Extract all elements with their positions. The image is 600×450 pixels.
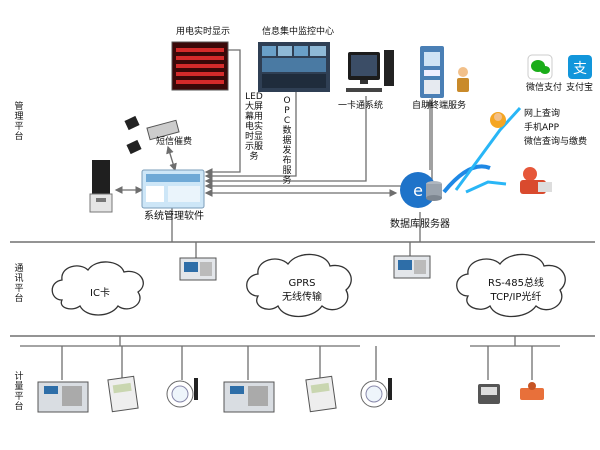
cloud-rs485-label-2: TCP/IP光纤	[490, 292, 542, 303]
db-server-label: 数据库服务器	[390, 219, 450, 230]
multi-meter-box-icon	[223, 381, 275, 413]
monitoring-center-icon	[258, 42, 330, 92]
svg-text:支: 支	[573, 61, 587, 77]
layer-label-metering: 计量平台	[14, 372, 24, 412]
mgmt-software-icon	[141, 169, 205, 209]
cloud-ic-card-label: IC卡	[90, 288, 110, 299]
cloud-gprs-label-1: GPRS	[288, 278, 316, 289]
online-user-icon	[490, 112, 506, 128]
ups-icon	[89, 160, 113, 213]
cloud-gprs-icon	[246, 253, 352, 318]
water-meter-icon	[166, 378, 198, 408]
wechat-query-label: 微信查询与缴费	[524, 137, 588, 147]
alipay-label: 支付宝	[566, 83, 594, 93]
wechat-pay-label: 微信支付	[526, 83, 563, 93]
realtime-display-label: 用电实时显示	[176, 27, 231, 37]
lightning-link-icon	[465, 180, 507, 194]
sms-label: 短信催费	[156, 137, 193, 147]
electric-meter-icon	[107, 375, 139, 413]
online-query-label: 网上查询	[524, 109, 561, 119]
multi-meter-box-icon	[37, 381, 89, 413]
valve-icon	[520, 382, 544, 400]
online-user-icon	[520, 167, 552, 194]
concentrator-icon	[393, 255, 431, 279]
layer-label-management: 管理平台	[14, 102, 24, 142]
concentrator-icon	[179, 257, 217, 281]
svg-text:e: e	[413, 181, 423, 200]
self-service-label: 自助终端服务	[412, 101, 467, 111]
gas-meter-icon	[478, 384, 500, 404]
cloud-gprs-label-2: 无线传输	[282, 292, 322, 303]
card-system-computer-icon	[346, 50, 394, 92]
card-system-label: 一卡通系统	[338, 101, 384, 111]
alipay-icon: 支	[568, 55, 592, 79]
water-meter-icon	[360, 378, 392, 408]
wechat-pay-icon	[527, 54, 553, 80]
sms-modem-icon	[124, 115, 180, 155]
cloud-rs485-icon	[456, 253, 566, 318]
internet-link-icon	[442, 164, 491, 194]
kiosk-icon	[420, 46, 444, 98]
electric-meter-icon	[305, 375, 337, 413]
cloud-ic-card-icon	[51, 261, 144, 316]
led-display-service-label: LED大屏幕用电实时显示服务	[244, 92, 263, 162]
database-server-icon: e	[400, 172, 442, 208]
lightning-link-icon	[454, 106, 522, 191]
user-icon	[457, 67, 469, 92]
monitor-center-label: 信息集中监控中心	[262, 27, 335, 37]
mgmt-software-label: 系统管理软件	[144, 211, 204, 222]
layer-label-communication: 通讯平台	[14, 264, 24, 304]
led-screen-icon	[171, 41, 229, 91]
mobile-app-label: 手机APP	[524, 123, 560, 133]
opc-publish-service-label: OPC数据发布服务	[282, 96, 292, 186]
cloud-rs485-label-1: RS-485总线	[488, 278, 544, 289]
